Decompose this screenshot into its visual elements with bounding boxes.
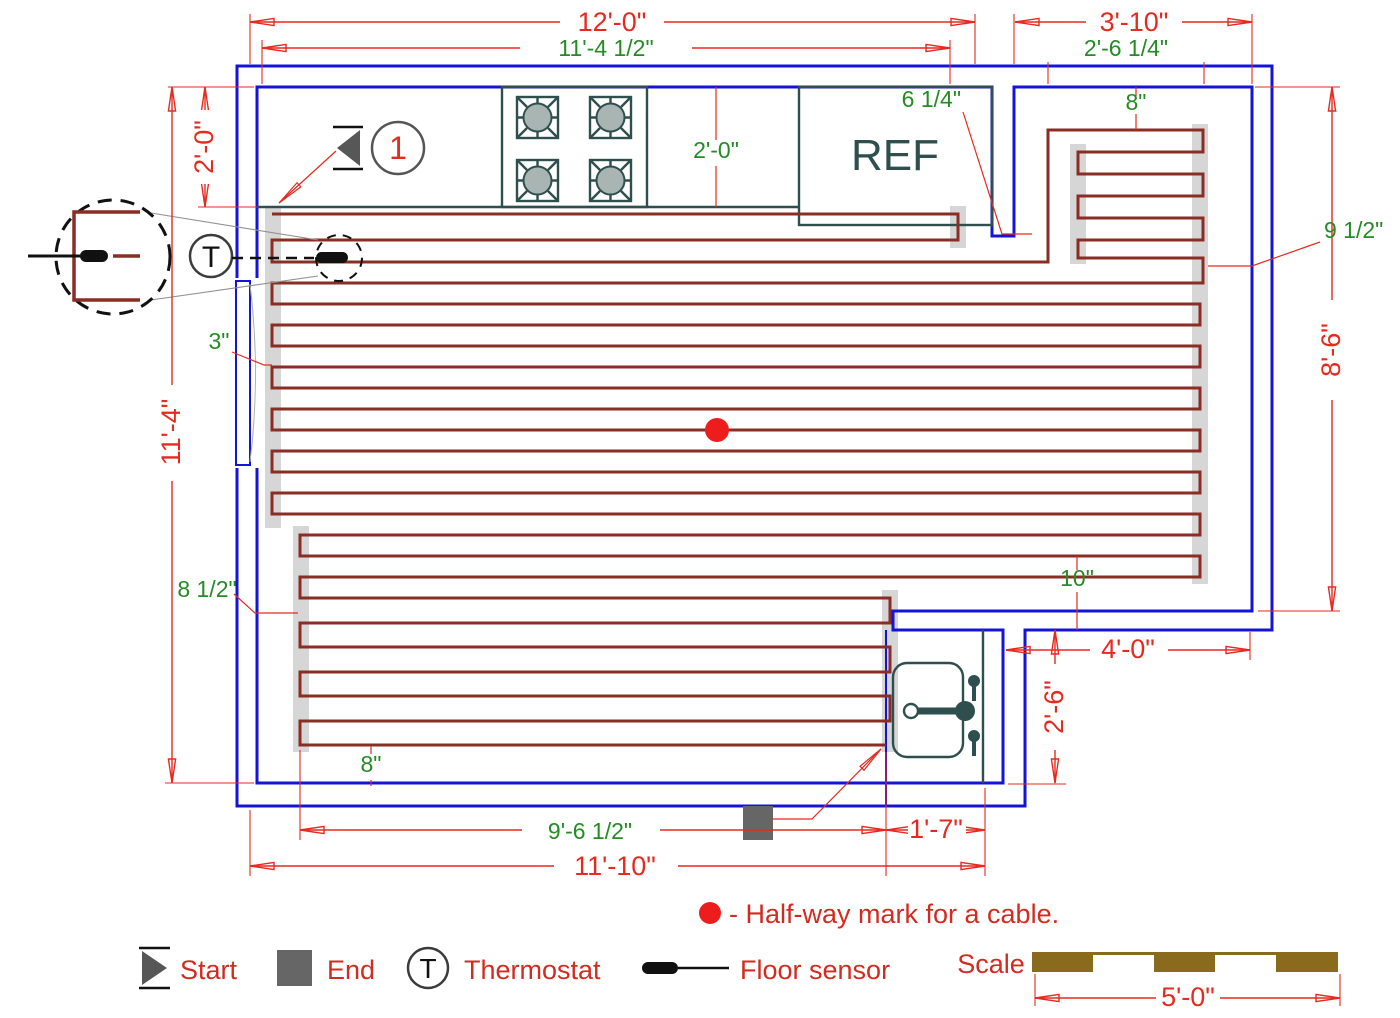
thermostat-legend-icon bbox=[406, 946, 450, 990]
circuit-callout-circle bbox=[370, 120, 426, 176]
refrigerator-icon: REF bbox=[797, 85, 994, 227]
sink-icon bbox=[891, 630, 985, 783]
scale-bar-white-segment bbox=[1093, 955, 1154, 972]
start-triangle-icon bbox=[337, 130, 360, 166]
dimension-texts: 12'-0" 11'-4 1/2" 3'-10" 2'-6 1/4" 8" 6 … bbox=[156, 7, 1383, 881]
dim-bottom-total: 11'-10" bbox=[574, 851, 656, 881]
burner-icon bbox=[515, 95, 560, 140]
heating-cable bbox=[270, 128, 1205, 747]
legend-start: Start bbox=[139, 946, 238, 990]
end-square-legend-icon bbox=[277, 950, 312, 986]
detail-floor-sensor-icon bbox=[80, 250, 108, 262]
legend-thermostat-letter: T bbox=[419, 953, 436, 984]
dim-bottom-right-gap: 10" bbox=[1060, 565, 1094, 591]
dim-left-height: 11'-4" bbox=[156, 399, 186, 466]
detail-projection-line bbox=[150, 212, 319, 241]
faucet-base bbox=[955, 701, 975, 721]
dim-cable-left-gap: 3" bbox=[209, 328, 230, 354]
thermostat-letter: T bbox=[202, 241, 220, 274]
dim-scale-length: 5'-0" bbox=[1161, 982, 1215, 1012]
end-leader bbox=[773, 748, 882, 820]
leader-lower-left-gap bbox=[233, 593, 298, 614]
legend-thermostat-label: Thermostat bbox=[464, 955, 601, 985]
detail-projection-line bbox=[150, 275, 319, 301]
dim-lower-left-gap: 8 1/2" bbox=[177, 576, 236, 602]
thermostat-assembly: T bbox=[188, 233, 363, 282]
legend-floor-sensor: Floor sensor bbox=[642, 955, 890, 985]
leader-cable-right-gap bbox=[1208, 241, 1321, 267]
burner-icon bbox=[588, 95, 633, 140]
refrigerator-label: REF bbox=[851, 131, 939, 180]
dim-top-outer: 12'-0" bbox=[578, 7, 647, 37]
floor-sensor-legend-icon bbox=[642, 962, 678, 974]
wall-inner-outline bbox=[255, 85, 1254, 785]
door-leaf bbox=[235, 280, 251, 466]
dim-bottom-cable-gap: 8" bbox=[361, 751, 382, 777]
start-leader bbox=[278, 150, 337, 204]
stove-outline bbox=[500, 85, 649, 209]
door-swing-arc bbox=[249, 283, 256, 463]
burner-icon bbox=[515, 158, 560, 203]
stove-icon bbox=[500, 85, 649, 209]
leader-pier-gap bbox=[962, 111, 1032, 235]
legend-start-label: Start bbox=[180, 955, 238, 985]
start-marker bbox=[278, 125, 363, 204]
sink-drain bbox=[902, 702, 920, 720]
legend-thermostat: T Thermostat bbox=[406, 946, 601, 990]
circuit-callout: 1 bbox=[370, 120, 426, 176]
legend-halfway: - Half-way mark for a cable. bbox=[699, 899, 1059, 929]
dim-step-height: 2'-6" bbox=[1039, 680, 1069, 734]
legend: Start End T Thermostat Floor sensor - Ha… bbox=[139, 899, 1338, 1012]
start-triangle-legend-icon bbox=[142, 951, 167, 985]
floor-sensor-icon bbox=[316, 252, 348, 263]
refrigerator-outline bbox=[797, 85, 994, 227]
dim-right-height: 8'-6" bbox=[1316, 323, 1346, 377]
scale-label: Scale bbox=[957, 949, 1025, 979]
dim-alcove-width: 1'-7" bbox=[909, 814, 963, 844]
end-square-icon bbox=[743, 806, 773, 840]
dim-cable-right-gap: 9 1/2" bbox=[1324, 217, 1383, 243]
sensor-callout-circle bbox=[315, 234, 363, 282]
dim-counter-depth: 2'-0" bbox=[693, 137, 739, 163]
scale-bar-white-segment bbox=[1215, 955, 1276, 972]
wall-outer-outline bbox=[235, 64, 1274, 808]
dim-lower-cable-width: 9'-6 1/2" bbox=[548, 818, 632, 844]
end-marker bbox=[743, 748, 882, 840]
halfway-legend-dot bbox=[699, 902, 721, 924]
dim-pier-gap: 6 1/4" bbox=[902, 86, 961, 112]
dim-wing-outer: 3'-10" bbox=[1100, 7, 1169, 37]
halfway-mark-dot bbox=[705, 418, 729, 442]
fixtures: REF bbox=[258, 85, 994, 783]
legend-end: End bbox=[277, 950, 375, 986]
scale-bar-body bbox=[1032, 952, 1338, 972]
leader-cable-left-gap bbox=[231, 351, 272, 366]
faucet-handle-top bbox=[968, 675, 980, 687]
room-walls bbox=[231, 64, 1274, 808]
legend-halfway-label: - Half-way mark for a cable. bbox=[729, 899, 1059, 929]
dim-top-inner: 11'-4 1/2" bbox=[558, 35, 653, 61]
circuit-number: 1 bbox=[389, 130, 407, 166]
thermostat-symbol bbox=[188, 233, 234, 279]
extension-lines bbox=[165, 14, 1341, 1006]
legend-floor-sensor-label: Floor sensor bbox=[740, 955, 890, 985]
scale-bar: Scale 5'-0" bbox=[957, 949, 1338, 1012]
faucet-handle-bottom bbox=[968, 730, 980, 742]
dim-wing-gap: 8" bbox=[1126, 89, 1147, 115]
dim-left-counter: 2'-0" bbox=[189, 120, 219, 174]
legend-end-label: End bbox=[327, 955, 375, 985]
cable-backing-strips bbox=[265, 124, 1208, 752]
dim-step-width: 4'-0" bbox=[1101, 634, 1155, 664]
burner-icon bbox=[588, 158, 633, 203]
dim-wing-inner: 2'-6 1/4" bbox=[1084, 35, 1168, 61]
